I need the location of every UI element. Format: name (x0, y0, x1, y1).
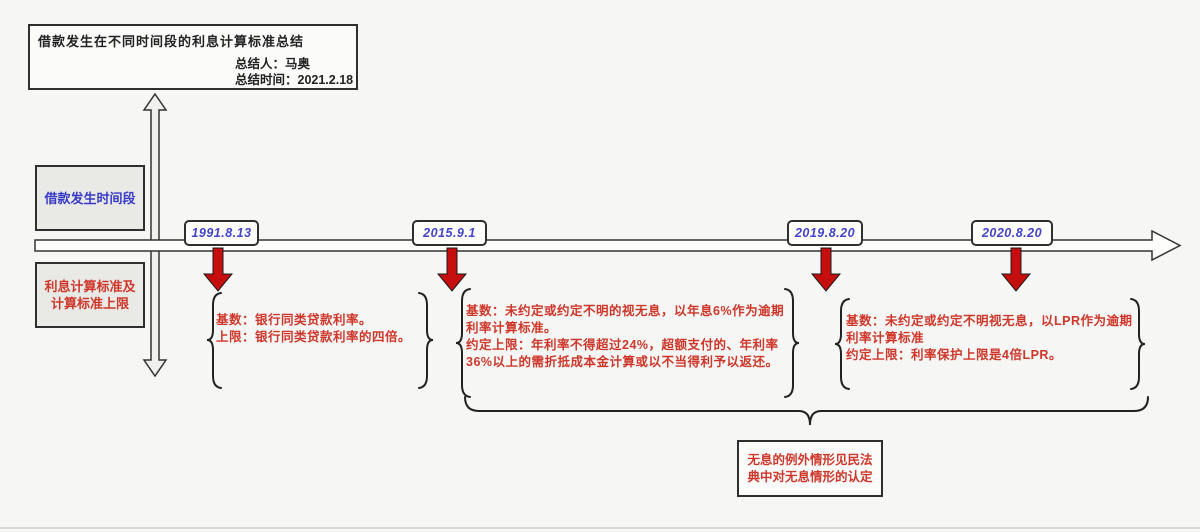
date-line: 总结时间：2021.2.18 (235, 73, 354, 87)
rule3-right-brace (1130, 298, 1146, 390)
rule-line: 基数：未约定或约定不明视无息，以LPR作为逾期 (846, 314, 1133, 328)
rule-line: 利率计算标准。 (466, 321, 558, 335)
rule-block-2019-2020: 基数：未约定或约定不明视无息，以LPR作为逾期 利率计算标准 约定上限：利率保护… (846, 313, 1133, 364)
rule-block-2015: 基数：未约定或约定不明的视无息，以年息6%作为逾期 利率计算标准。 约定上限：年… (466, 303, 784, 371)
rule-line: 基数：未约定或约定不明的视无息，以年息6%作为逾期 (466, 304, 785, 318)
axis-label-loan-period: 借款发生时间段 (35, 165, 145, 231)
note-box: 无息的例外情形见民法 典中对无息情形的认定 (737, 440, 883, 497)
red-marker-arrow-1 (202, 247, 234, 292)
author-line: 总结人：马奥 (235, 57, 311, 71)
axis-label-loan-period-text: 借款发生时间段 (44, 190, 136, 206)
date-box-2020: 2020.8.20 (971, 220, 1053, 246)
rule1-right-brace (418, 292, 434, 389)
note-line: 典中对无息情形的认定 (747, 469, 873, 484)
red-marker-arrow-3 (810, 247, 842, 292)
rule-line: 约定上限：利率保护上限是4倍LPR。 (846, 348, 1062, 362)
date-box-1991: 1991.8.13 (184, 220, 259, 246)
note-line: 无息的例外情形见民法 (747, 452, 873, 467)
rule-line: 基数：银行同类贷款利率。 (216, 313, 373, 327)
title-box: 借款发生在不同时间段的利息计算标准总结 总结人：马奥 总结时间：2021.2.1… (28, 24, 358, 90)
rule-line: 利率计算标准 (846, 331, 925, 345)
rule3-left-brace (834, 298, 850, 390)
rule-line: 约定上限：年利率不得超过24%，超额支付的、年利率 (466, 338, 779, 352)
date-box-2019: 2019.8.20 (787, 220, 863, 246)
axis-label-standard-text: 利息计算标准及 计算标准上限 (44, 279, 136, 311)
rule2-right-brace (784, 288, 800, 398)
axis-label-standard: 利息计算标准及 计算标准上限 (35, 262, 145, 328)
rule2-left-brace (455, 288, 471, 398)
bottom-divider (0, 527, 1200, 529)
rule-line: 36%以上的需折抵成本金计算或以不当得利予以返还。 (466, 355, 779, 369)
title-meta: 总结人：马奥 总结时间：2021.2.18 (235, 56, 353, 88)
rule1-left-brace (206, 292, 222, 389)
diagram-title: 借款发生在不同时间段的利息计算标准总结 (38, 34, 305, 49)
summary-brace (464, 396, 1149, 426)
rule-line: 上限：银行同类贷款利率的四倍。 (216, 330, 412, 344)
red-marker-arrow-2 (436, 247, 468, 292)
rule-block-1991: 基数：银行同类贷款利率。 上限：银行同类贷款利率的四倍。 (216, 312, 411, 346)
red-marker-arrow-4 (1000, 247, 1032, 292)
date-box-2015: 2015.9.1 (412, 220, 487, 246)
vertical-axis-double-arrow (142, 92, 168, 378)
